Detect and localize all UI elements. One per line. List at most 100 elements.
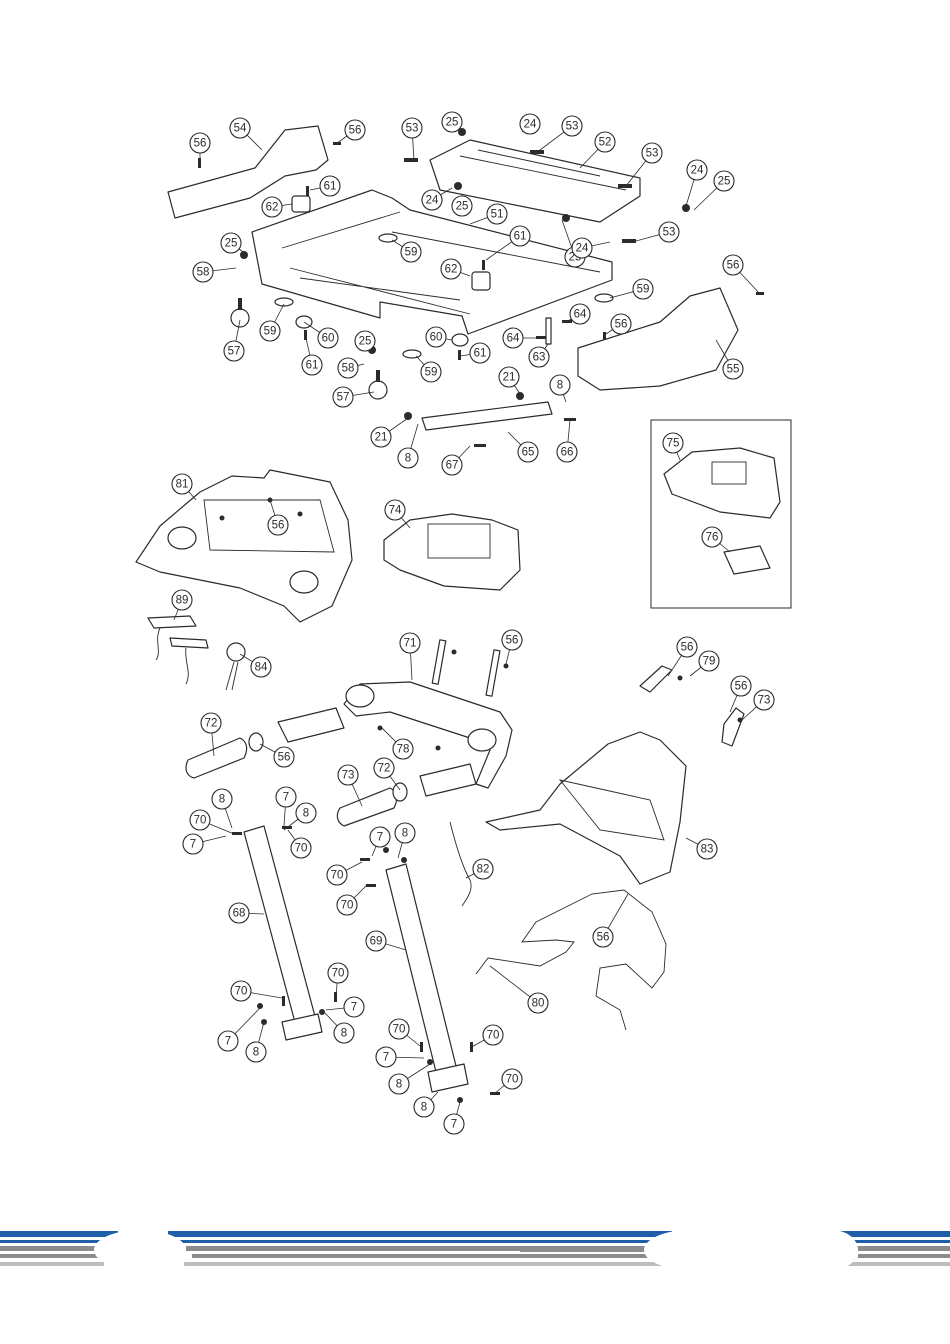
callout-label: 24 <box>576 243 589 255</box>
callout-54: 54 <box>230 118 250 138</box>
callout-8: 8 <box>395 823 415 843</box>
callout-61: 61 <box>510 226 530 246</box>
callout-68: 68 <box>229 903 249 923</box>
callout-label: 72 <box>378 763 391 775</box>
callout-62: 62 <box>441 259 461 279</box>
callout-8: 8 <box>246 1042 266 1062</box>
callout-label: 65 <box>522 447 535 459</box>
callout-label: 59 <box>264 326 277 338</box>
callout-70: 70 <box>327 865 347 885</box>
callout-label: 64 <box>507 333 520 345</box>
callout-24: 24 <box>520 114 540 134</box>
callout-label: 53 <box>663 227 676 239</box>
callout-label: 76 <box>706 532 719 544</box>
callout-60: 60 <box>426 327 446 347</box>
callout-label: 25 <box>359 336 372 348</box>
callout-label: 83 <box>701 844 714 856</box>
handlebar-frame-71 <box>278 640 512 796</box>
callout-label: 61 <box>324 181 337 193</box>
callout-7: 7 <box>376 1047 396 1067</box>
callout-70: 70 <box>389 1019 409 1039</box>
footer-stripe-blue <box>178 1240 662 1243</box>
callout-label: 56 <box>278 752 291 764</box>
callout-8: 8 <box>414 1097 434 1117</box>
callout-label: 89 <box>176 595 189 607</box>
callout-69: 69 <box>366 931 386 951</box>
callout-63: 63 <box>529 347 549 367</box>
callout-label: 53 <box>406 123 419 135</box>
safety-key-84 <box>226 643 245 690</box>
callout-label: 25 <box>456 201 469 213</box>
callout-label: 60 <box>322 333 335 345</box>
cable-set-80 <box>476 890 666 1030</box>
callout-label: 82 <box>477 864 490 876</box>
callout-80: 80 <box>528 993 548 1013</box>
callout-label: 70 <box>341 900 354 912</box>
callout-label: 56 <box>615 319 628 331</box>
callout-label: 73 <box>758 695 771 707</box>
callout-81: 81 <box>172 474 192 494</box>
callout-71: 71 <box>400 633 420 653</box>
callout-64: 64 <box>570 304 590 324</box>
callout-7: 7 <box>370 827 390 847</box>
motor-hood-83 <box>486 732 686 884</box>
callout-73: 73 <box>754 690 774 710</box>
callout-label: 70 <box>331 870 344 882</box>
callout-56: 56 <box>268 515 288 535</box>
footer-stripe-grey <box>854 1246 950 1251</box>
callout-76: 76 <box>702 527 722 547</box>
callout-label: 25 <box>225 238 238 250</box>
callout-79: 79 <box>699 651 719 671</box>
callout-70: 70 <box>190 810 210 830</box>
callout-label: 7 <box>351 1002 357 1014</box>
callout-label: 55 <box>727 364 740 376</box>
callout-25: 25 <box>442 112 462 132</box>
callout-label: 68 <box>233 908 246 920</box>
callout-label: 70 <box>194 815 207 827</box>
callout-8: 8 <box>334 1023 354 1043</box>
callout-75: 75 <box>663 433 683 453</box>
callout-21: 21 <box>499 367 519 387</box>
callout-66: 66 <box>557 442 577 462</box>
console-housing-81 <box>136 470 352 622</box>
callout-56: 56 <box>677 637 697 657</box>
callout-7: 7 <box>218 1031 238 1051</box>
callout-7: 7 <box>276 787 296 807</box>
callout-61: 61 <box>320 176 340 196</box>
callout-59: 59 <box>401 242 421 262</box>
callout-21: 21 <box>371 427 391 447</box>
callout-label: 70 <box>295 843 308 855</box>
callout-59: 59 <box>633 279 653 299</box>
callout-label: 8 <box>402 828 408 840</box>
callout-56: 56 <box>190 133 210 153</box>
callout-label: 70 <box>235 986 248 998</box>
upright-68 <box>244 826 322 1040</box>
callout-84: 84 <box>251 657 271 677</box>
callout-label: 70 <box>393 1024 406 1036</box>
callout-25: 25 <box>355 331 375 351</box>
footer-stripe-light <box>846 1262 950 1266</box>
callout-label: 62 <box>445 264 458 276</box>
footer-stripe-light <box>184 1262 672 1266</box>
handgrip-sensors-89 <box>148 616 208 684</box>
callout-label: 7 <box>377 832 383 844</box>
callout-53: 53 <box>642 143 662 163</box>
callout-label: 56 <box>597 932 610 944</box>
callout-59: 59 <box>260 321 280 341</box>
footer-stripe-blue <box>838 1231 950 1237</box>
callout-label: 80 <box>532 998 545 1010</box>
callout-label: 70 <box>487 1030 500 1042</box>
footer-stripe-blue <box>846 1240 950 1243</box>
callout-label: 52 <box>599 137 612 149</box>
callout-label: 58 <box>197 267 210 279</box>
footer-ellipse-right <box>644 1230 736 1270</box>
callout-label: 61 <box>306 360 319 372</box>
callout-label: 56 <box>194 138 207 150</box>
callout-label: 8 <box>303 808 309 820</box>
callout-label: 69 <box>370 936 383 948</box>
callout-70: 70 <box>502 1069 522 1089</box>
callout-59: 59 <box>421 362 441 382</box>
callout-label: 84 <box>255 662 268 674</box>
callout-62: 62 <box>262 197 282 217</box>
